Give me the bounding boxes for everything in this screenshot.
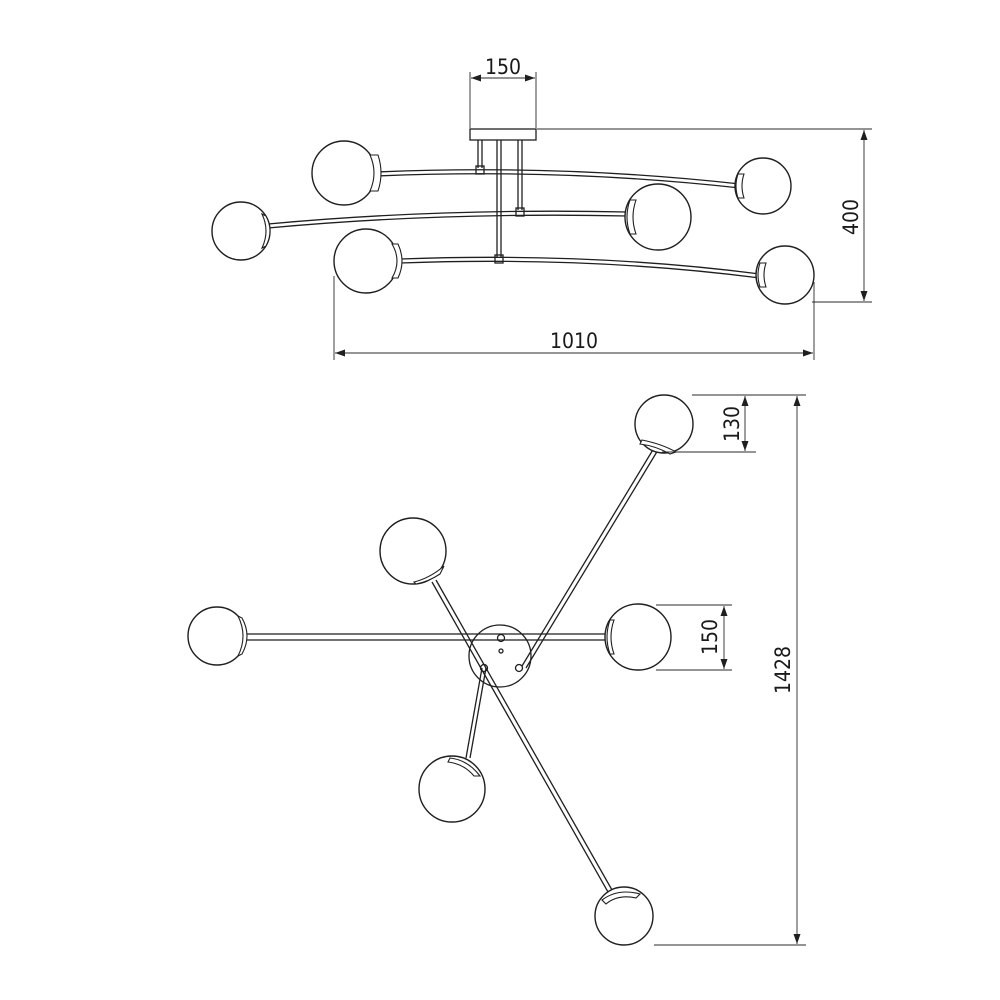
side-arm-bottom [333,228,815,305]
globe-side-3 [211,201,271,261]
dim-side-height: 400 [537,128,872,303]
dim-canopy-width: 150 [469,55,537,128]
globe-side-6 [755,245,815,305]
top-globes [187,394,694,946]
dim-label-offset: 130 [720,406,744,442]
globe-side-2 [734,157,792,215]
dim-label-canopy: 150 [485,55,521,79]
side-view: 150 400 1010 [211,55,872,360]
dim-label-width: 1010 [550,329,598,353]
side-arm-middle [211,183,692,261]
dim-label-total: 1428 [771,646,795,694]
dim-total-length: 1428 [654,394,806,946]
side-arm-top [311,140,792,215]
globe-side-4 [624,183,692,251]
canopy-plate [469,128,537,141]
globe-top-5 [418,755,486,823]
dim-label-globe: 150 [698,619,722,655]
top-arm-horizontal [246,633,608,641]
top-view: 130 150 1428 [187,394,806,946]
top-arm-short [465,667,487,759]
globe-top-4 [604,603,672,671]
globe-side-5 [333,228,399,294]
globe-top-1 [634,394,694,454]
top-arm-long [431,447,659,893]
globe-top-2 [379,517,447,585]
globe-side-1 [311,140,377,206]
dim-globe-diameter: 150 [656,604,732,671]
top-canopy [468,624,532,688]
support-rods [475,140,525,264]
dim-side-width: 1010 [333,276,815,360]
dim-label-height: 400 [839,199,863,235]
